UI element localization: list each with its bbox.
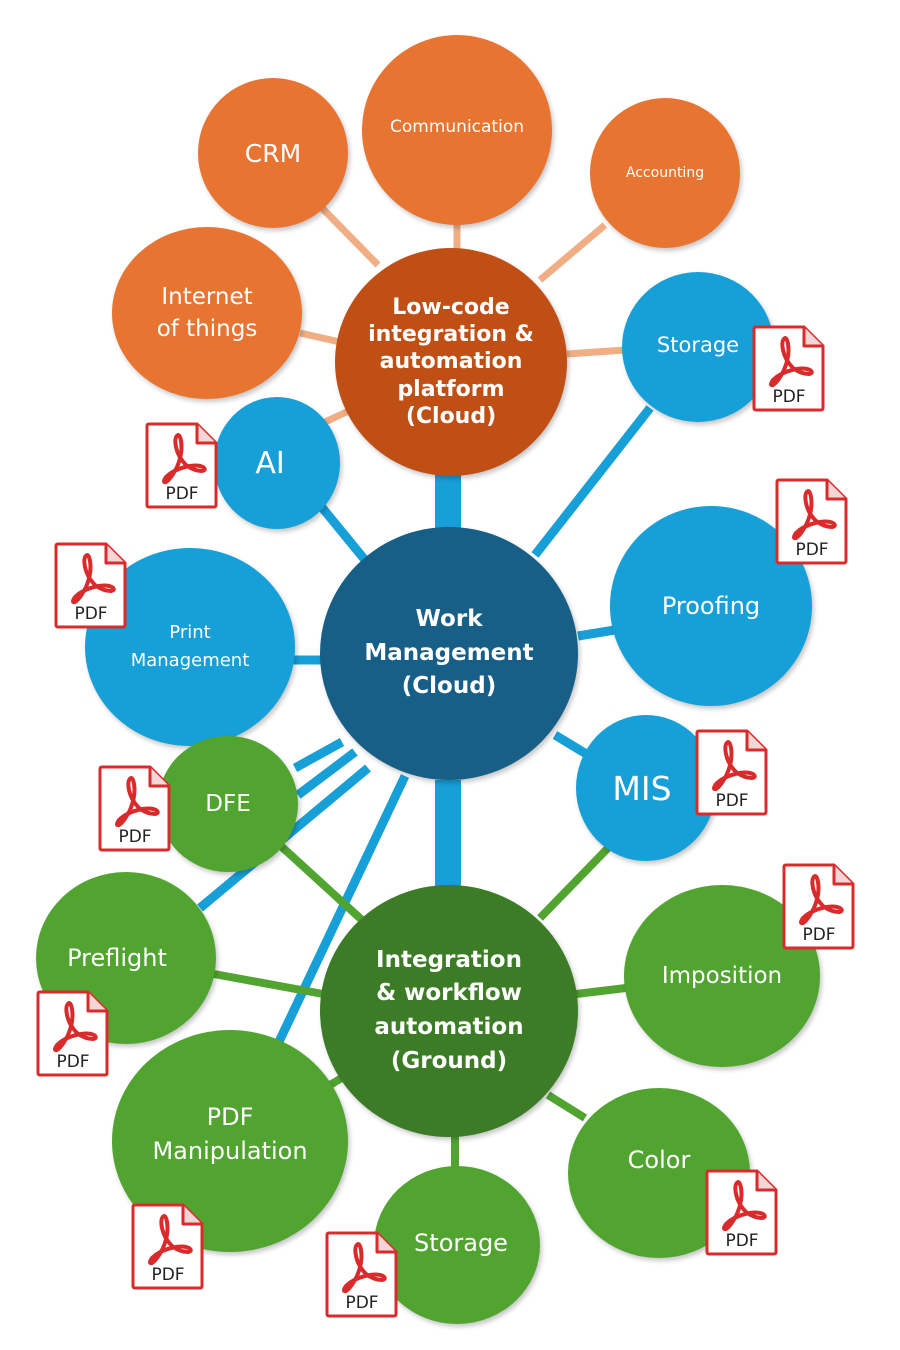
hub-ground: Integration & workflow automation (Groun… — [320, 885, 578, 1137]
connector-mis — [552, 731, 591, 759]
acrobat-pdf-icon: PDF — [36, 990, 109, 1077]
connector-dfe-2 — [295, 748, 358, 799]
node-accounting: Accounting — [590, 98, 740, 248]
hub-work-management: Work Management (Cloud) — [320, 527, 578, 780]
node-pdf-manipulation-label: PDF Manipulation — [152, 1103, 308, 1165]
node-mis: MIS — [576, 715, 716, 861]
node-communication-label: Communication — [390, 117, 524, 137]
node-imposition-label: Imposition — [661, 963, 783, 989]
node-storage-ground: Storage — [374, 1166, 540, 1324]
node-internet-of-things-label: Internet of things — [156, 283, 258, 342]
pdf-badge-label: PDF — [715, 791, 748, 811]
node-crm: CRM — [198, 78, 348, 228]
node-proofing-label: Proofing — [661, 592, 761, 620]
pdf-badge-storage-ground: PDF — [325, 1230, 399, 1318]
hub-cloud-platform-label: Low-code integration & automation platfo… — [368, 294, 534, 429]
pdf-badge-label: PDF — [74, 604, 107, 624]
node-storage-cloud-label: Storage — [656, 332, 740, 357]
connector-storage-cloud — [566, 346, 626, 358]
acrobat-pdf-icon: PDF — [775, 478, 848, 565]
connector-accounting — [537, 222, 608, 283]
acrobat-pdf-icon: PDF — [752, 325, 825, 412]
connector-dfe — [292, 738, 345, 772]
node-print-management: Print Management — [85, 548, 295, 746]
pdf-badge-pdf-manipulation: PDF — [131, 1202, 205, 1290]
node-accounting-label: Accounting — [625, 165, 705, 181]
acrobat-pdf-icon: PDF — [325, 1231, 398, 1318]
connector-proofing — [577, 625, 616, 641]
pdf-badge-label: PDF — [772, 387, 805, 407]
acrobat-pdf-icon: PDF — [782, 863, 855, 950]
pdf-badge-print-management: PDF — [54, 541, 128, 629]
pdf-badge-label: PDF — [56, 1052, 89, 1072]
node-dfe: DFE — [158, 736, 298, 872]
connector-dfe-ground — [279, 844, 365, 923]
hub-ground-label: Integration & workflow automation (Groun… — [374, 946, 524, 1074]
node-crm-label: CRM — [244, 138, 302, 168]
pdf-badge-proofing: PDF — [775, 477, 849, 565]
connector-color-ground — [545, 1091, 588, 1122]
acrobat-pdf-icon: PDF — [54, 542, 127, 629]
connector-mis-ground — [537, 845, 611, 921]
acrobat-pdf-icon: PDF — [705, 1169, 778, 1256]
connector-internet-of-things — [299, 329, 341, 346]
pdf-badge-dfe: PDF — [98, 764, 172, 852]
acrobat-pdf-icon: PDF — [145, 422, 218, 509]
pdf-badge-storage-cloud: PDF — [752, 324, 826, 412]
node-communication: Communication — [362, 35, 552, 225]
acrobat-pdf-icon: PDF — [98, 765, 171, 852]
pdf-badge-mis: PDF — [695, 728, 769, 816]
connector-preflight-ground — [213, 970, 324, 998]
acrobat-pdf-icon: PDF — [131, 1203, 204, 1290]
pdf-badge-color: PDF — [705, 1168, 779, 1256]
node-ai-label: AI — [255, 445, 285, 481]
pdf-badge-ai: PDF — [145, 421, 219, 509]
node-storage-cloud: Storage — [622, 272, 774, 422]
pdf-badge-label: PDF — [725, 1231, 758, 1251]
node-mis-label: MIS — [612, 768, 672, 808]
pdf-badge-imposition: PDF — [782, 862, 856, 950]
pdf-badge-label: PDF — [802, 925, 835, 945]
connector-pdf-manipulation — [271, 774, 410, 1050]
pdf-badge-preflight: PDF — [36, 989, 110, 1077]
acrobat-pdf-icon: PDF — [695, 729, 768, 816]
connector-imposition-ground — [575, 984, 627, 998]
node-internet-of-things: Internet of things — [112, 227, 302, 399]
pdf-badge-label: PDF — [151, 1265, 184, 1285]
node-print-management-label: Print Management — [130, 622, 250, 671]
node-preflight-label: Preflight — [67, 944, 167, 972]
node-dfe-label: DFE — [205, 791, 251, 817]
pdf-badge-label: PDF — [795, 540, 828, 560]
hub-cloud-platform: Low-code integration & automation platfo… — [335, 248, 567, 476]
node-ai: AI — [214, 397, 340, 529]
node-storage-ground-label: Storage — [414, 1229, 508, 1257]
pdf-badge-label: PDF — [118, 827, 151, 847]
connector-ai-work — [316, 502, 369, 563]
connector-storage-work — [531, 405, 654, 558]
connector-crm — [319, 205, 381, 268]
pdf-badge-label: PDF — [345, 1293, 378, 1313]
pdf-badge-label: PDF — [165, 484, 198, 504]
node-color-label: Color — [627, 1146, 691, 1174]
hub-work-management-label: Work Management (Cloud) — [364, 606, 534, 700]
